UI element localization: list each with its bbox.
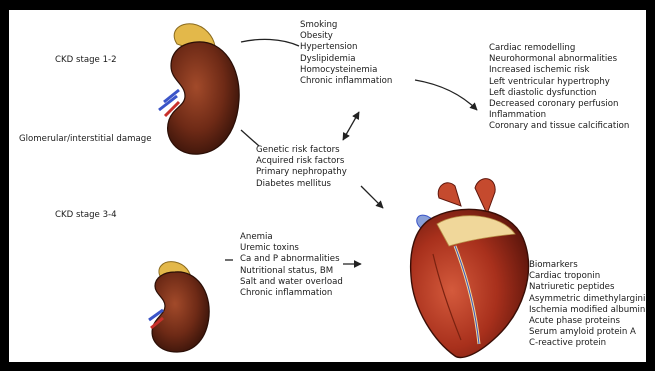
list-item: Anemia xyxy=(240,232,343,243)
arrow-risk-bidirectional xyxy=(343,112,359,140)
list-item: Inflammation xyxy=(489,110,629,121)
list-item: Chronic inflammation xyxy=(240,288,343,299)
list-item: Natriuretic peptides xyxy=(529,282,646,293)
list-item: Biomarkers xyxy=(529,260,646,271)
list-item: Neurohormonal abnormalities xyxy=(489,54,629,65)
list-item: Homocysteinemia xyxy=(300,65,392,76)
list-item: Primary nephropathy xyxy=(256,167,347,178)
risk-factors-list: Genetic risk factors Acquired risk facto… xyxy=(256,145,347,190)
list-item: Smoking xyxy=(300,20,392,31)
diagram-canvas: CKD stage 1-2 Glomerular/interstitial da… xyxy=(9,10,646,362)
heart-icon xyxy=(411,179,529,358)
list-item: Acute phase proteins xyxy=(529,316,646,327)
list-item: Decreased coronary perfusion xyxy=(489,99,629,110)
stage-label-ckd34: CKD stage 3-4 xyxy=(55,210,117,221)
list-item: Acquired risk factors xyxy=(256,156,347,167)
list-item: Cardiac troponin xyxy=(529,271,646,282)
traditional-factors-list: Smoking Obesity Hypertension Dyslipidemi… xyxy=(300,20,392,87)
cardiac-effects-list: Cardiac remodelling Neurohormonal abnorm… xyxy=(489,43,629,133)
list-item: Chronic inflammation xyxy=(300,76,392,87)
list-item: C-reactive protein xyxy=(529,338,646,349)
list-item: Uremic toxins xyxy=(240,243,343,254)
list-item: Genetic risk factors xyxy=(256,145,347,156)
list-item: Hypertension xyxy=(300,42,392,53)
list-item: Nutritional status, BM xyxy=(240,266,343,277)
list-item: Asymmetric dimethylarginine xyxy=(529,294,646,305)
biomarkers-list: Biomarkers Cardiac troponin Natriuretic … xyxy=(529,260,646,350)
list-item: Diabetes mellitus xyxy=(256,179,347,190)
list-item: Cardiac remodelling xyxy=(489,43,629,54)
arrow-ckd12-to-traditional xyxy=(241,39,299,46)
kidney-icon xyxy=(159,24,239,154)
list-item: Dyslipidemia xyxy=(300,54,392,65)
list-item: Left diastolic dysfunction xyxy=(489,88,629,99)
arrow-traditional-to-cardiac xyxy=(415,80,477,110)
list-item: Salt and water overload xyxy=(240,277,343,288)
kidney-icon xyxy=(149,262,209,352)
list-item: Obesity xyxy=(300,31,392,42)
stage-label-ckd12: CKD stage 1-2 xyxy=(55,55,117,66)
stage-label-damage: Glomerular/interstitial damage xyxy=(19,134,152,145)
list-item: Ischemia modified albumin xyxy=(529,305,646,316)
arrow-damage-to-risk xyxy=(241,130,259,146)
list-item: Serum amyloid protein A xyxy=(529,327,646,338)
arrow-risk-to-heart xyxy=(361,186,383,208)
list-item: Increased ischemic risk xyxy=(489,65,629,76)
list-item: Coronary and tissue calcification xyxy=(489,121,629,132)
list-item: Ca and P abnormalities xyxy=(240,254,343,265)
list-item: Left ventricular hypertrophy xyxy=(489,77,629,88)
uremic-factors-list: Anemia Uremic toxins Ca and P abnormalit… xyxy=(240,232,343,299)
